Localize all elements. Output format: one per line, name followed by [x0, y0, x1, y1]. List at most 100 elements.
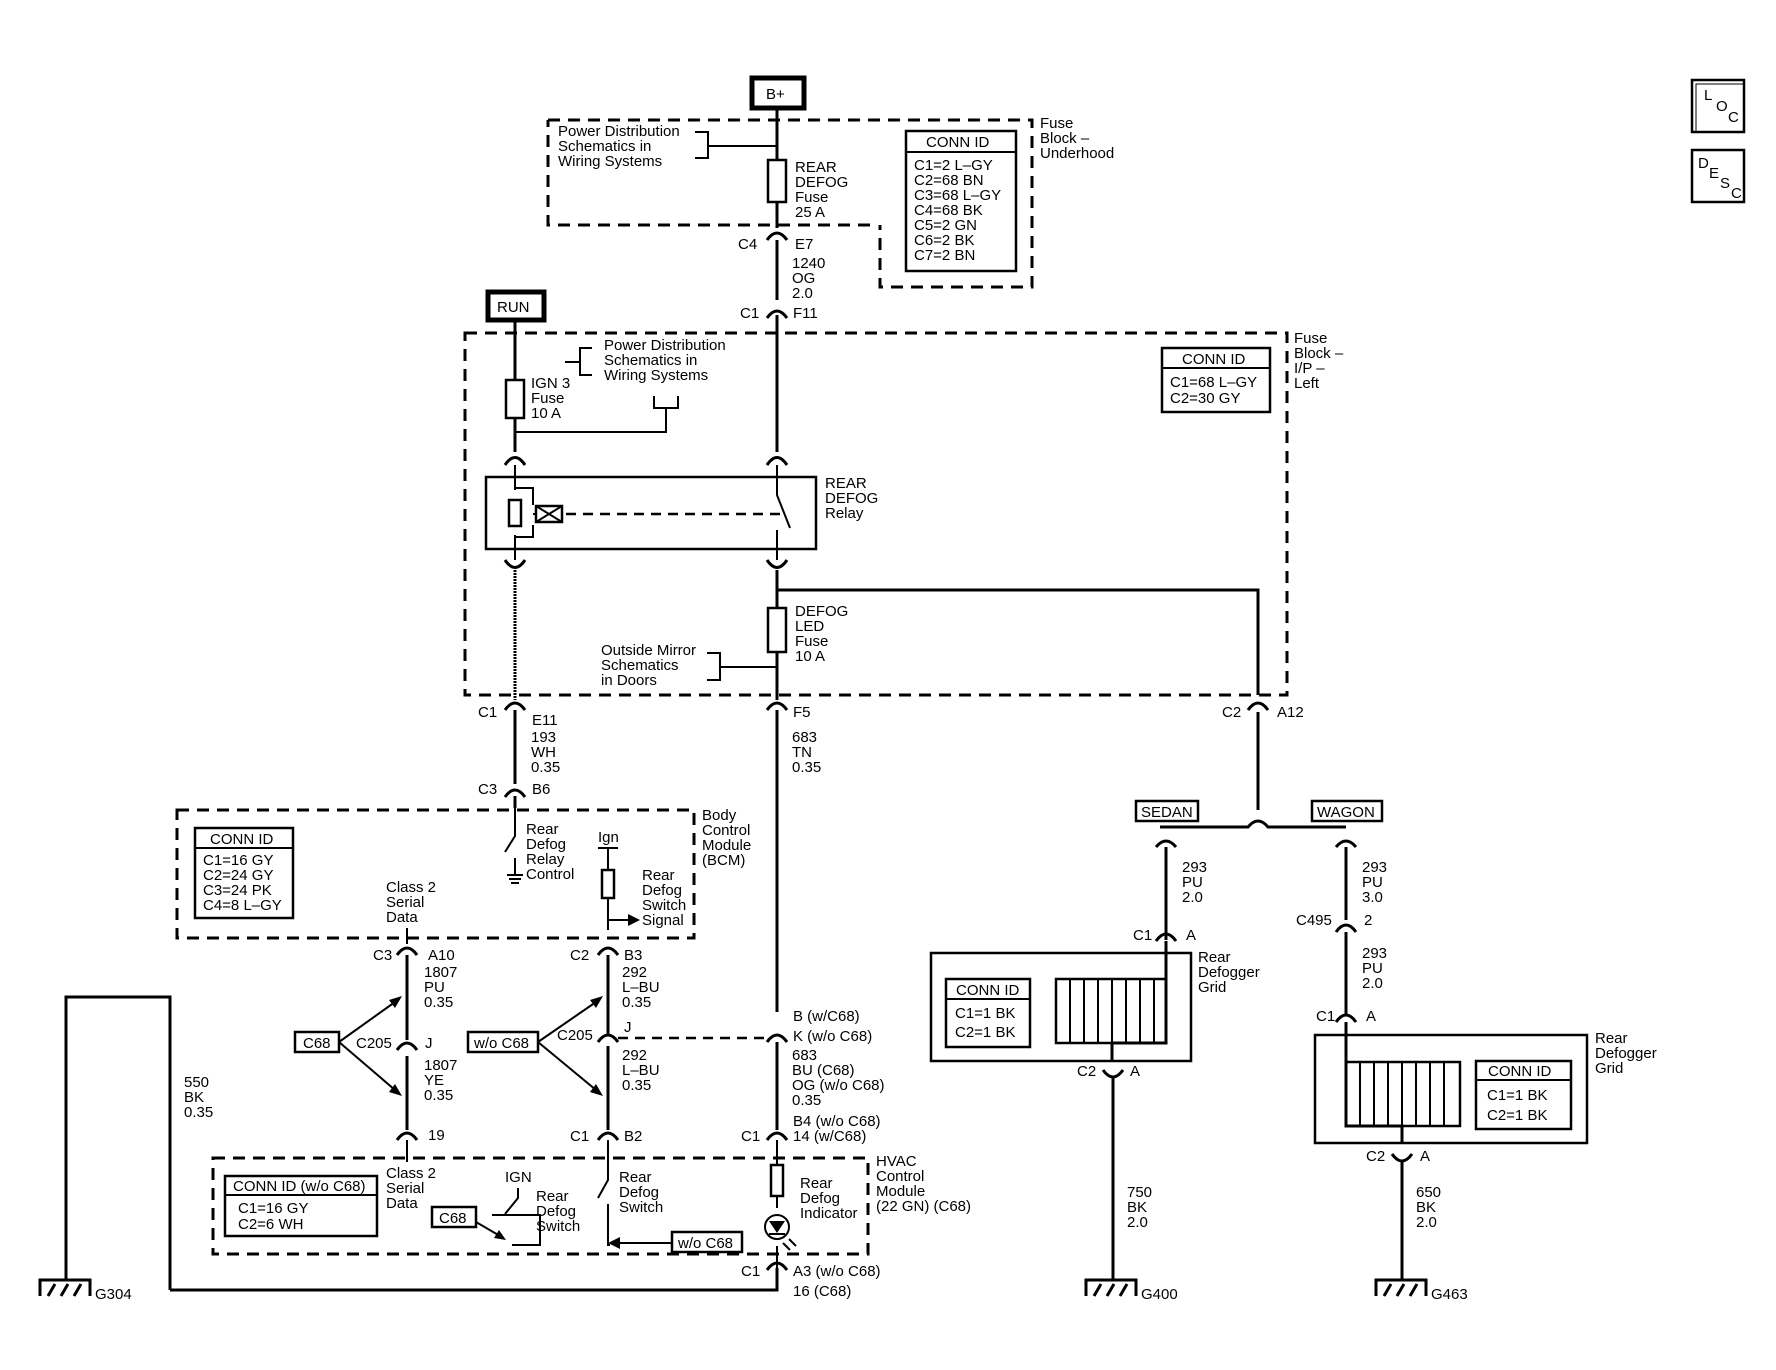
- svg-text:2.0: 2.0: [1362, 975, 1383, 992]
- underhood-fuse-block-outline: [546, 118, 1034, 289]
- connector-19: [395, 1131, 419, 1141]
- label-c1: C1: [740, 305, 759, 322]
- svg-text:1807: 1807: [424, 1057, 457, 1074]
- svg-text:C1=16 GY: C1=16 GY: [203, 852, 273, 869]
- svg-text:0.35: 0.35: [622, 1077, 651, 1094]
- svg-text:Rear: Rear: [526, 821, 559, 838]
- svg-text:BK: BK: [184, 1089, 204, 1106]
- svg-text:Signal: Signal: [642, 912, 684, 929]
- svg-text:Rear: Rear: [800, 1175, 833, 1192]
- rear-defog-indicator-led: Rear Defog Indicator: [764, 1140, 858, 1268]
- svg-text:0.35: 0.35: [792, 759, 821, 776]
- ip-left-conn-id-table: CONN ID C1=68 L–GY C2=30 GY: [1160, 346, 1272, 414]
- svg-text:IGN 3: IGN 3: [531, 375, 570, 392]
- svg-text:A3 (w/o C68): A3 (w/o C68): [793, 1263, 881, 1280]
- wire-550-label: 550 BK 0.35: [184, 1074, 213, 1121]
- svg-text:TN: TN: [792, 744, 812, 761]
- connector-c205-j: [395, 1041, 419, 1051]
- wo-c68-option-tag: w/o C68: [466, 996, 603, 1096]
- svg-text:650: 650: [1416, 1184, 1441, 1201]
- svg-text:0.35: 0.35: [184, 1104, 213, 1121]
- outside-mirror-ref: Outside Mirror Schematics in Doors: [601, 642, 777, 689]
- ip-pds-ref: Power Distribution Schematics in Wiring …: [515, 337, 726, 433]
- label-wagon-c1: C1: [1316, 1008, 1335, 1025]
- svg-text:Rear: Rear: [536, 1188, 569, 1205]
- wagon-tag: WAGON: [1310, 799, 1384, 823]
- svg-text:Fuse: Fuse: [1040, 115, 1073, 132]
- svg-text:1807: 1807: [424, 964, 457, 981]
- run-label: RUN: [497, 299, 530, 316]
- sedan-tag: SEDAN: [1134, 799, 1200, 823]
- svg-text:G304: G304: [95, 1286, 132, 1303]
- label-e11: E11: [532, 712, 558, 729]
- hvac-outline: [211, 1156, 870, 1256]
- relay-terminal-left-bottom: [503, 559, 527, 569]
- svg-text:w/o C68: w/o C68: [473, 1035, 529, 1052]
- connector-c3-a10: [395, 946, 419, 956]
- svg-text:Body: Body: [702, 807, 737, 824]
- loc-letter: C: [1728, 109, 1739, 126]
- svg-text:Serial: Serial: [386, 894, 424, 911]
- svg-text:Switch: Switch: [536, 1218, 580, 1235]
- svg-text:Defogger: Defogger: [1595, 1045, 1657, 1062]
- connector-c1-b2: [596, 1131, 620, 1141]
- svg-text:Control: Control: [526, 866, 574, 883]
- svg-text:750: 750: [1127, 1184, 1152, 1201]
- svg-text:Relay: Relay: [825, 505, 864, 522]
- svg-text:0.35: 0.35: [531, 759, 560, 776]
- svg-text:L–BU: L–BU: [622, 1062, 660, 1079]
- svg-text:2.0: 2.0: [1182, 889, 1203, 906]
- b4-label: B4 (w/o C68) 14 (w/C68): [793, 1113, 881, 1145]
- svg-text:C6=2 BK: C6=2 BK: [914, 232, 974, 249]
- label-c2-a12: C2: [1222, 704, 1241, 721]
- wire-1807-ye-label: 1807 YE 0.35: [424, 1057, 457, 1104]
- svg-text:0.35: 0.35: [424, 1087, 453, 1104]
- svg-text:Defog: Defog: [536, 1203, 576, 1220]
- svg-text:YE: YE: [424, 1072, 444, 1089]
- hvac-conn-id-table: CONN ID (w/o C68) C1=16 GY C2=6 WH: [223, 1174, 379, 1238]
- svg-text:293: 293: [1362, 945, 1387, 962]
- svg-text:Power Distribution: Power Distribution: [604, 337, 726, 354]
- svg-text:0.35: 0.35: [792, 1092, 821, 1109]
- svg-text:Outside Mirror: Outside Mirror: [601, 642, 696, 659]
- svg-text:Fuse: Fuse: [531, 390, 564, 407]
- svg-text:DEFOG: DEFOG: [825, 490, 878, 507]
- svg-text:Switch: Switch: [619, 1199, 663, 1216]
- svg-text:Ign: Ign: [598, 829, 619, 846]
- c68-option-tag: C68: [293, 996, 402, 1096]
- sedan-heater-grid: [1054, 941, 1168, 1060]
- svg-text:293: 293: [1182, 859, 1207, 876]
- svg-text:Fuse: Fuse: [795, 633, 828, 650]
- svg-text:Data: Data: [386, 909, 418, 926]
- label-c3-a10: C3: [373, 947, 392, 964]
- desc-letter: C: [1731, 185, 1742, 202]
- option-split-bus: [1160, 819, 1346, 829]
- svg-text:Module: Module: [702, 837, 751, 854]
- label-f5: F5: [793, 704, 811, 721]
- label-c2-b3: C2: [570, 947, 589, 964]
- underhood-label: Fuse Block – Underhood: [1040, 115, 1114, 162]
- label-sedan-a: A: [1186, 927, 1196, 944]
- svg-text:C7=2 BN: C7=2 BN: [914, 247, 975, 264]
- svg-text:C2=1 BK: C2=1 BK: [955, 1024, 1015, 1041]
- bcm-switch-signal: Ign Rear Defog Switch Signal: [598, 829, 686, 930]
- svg-text:C1=68 L–GY: C1=68 L–GY: [1170, 374, 1257, 391]
- loc-button[interactable]: L O C: [1690, 78, 1746, 134]
- wire-293-wagon-a-label: 293 PU 3.0: [1362, 859, 1387, 906]
- label-b2: B2: [624, 1128, 642, 1145]
- wire-293-wagon-b-label: 293 PU 2.0: [1362, 945, 1387, 992]
- run-source: RUN: [485, 289, 547, 323]
- desc-letter: E: [1709, 165, 1719, 182]
- connector-c1-a3: [765, 1261, 789, 1271]
- svg-text:C4=68 BK: C4=68 BK: [914, 202, 983, 219]
- svg-text:Rear: Rear: [1595, 1030, 1628, 1047]
- svg-text:Wiring Systems: Wiring Systems: [604, 367, 708, 384]
- svg-text:BU (C68): BU (C68): [792, 1062, 855, 1079]
- desc-button[interactable]: D E S C: [1690, 148, 1746, 204]
- svg-text:2.0: 2.0: [1127, 1214, 1148, 1231]
- svg-text:Rear: Rear: [1198, 949, 1231, 966]
- bcm-label: Body Control Module (BCM): [702, 807, 751, 869]
- ip-left-label: Fuse Block – I/P – Left: [1294, 330, 1344, 392]
- svg-text:Schematics: Schematics: [601, 657, 679, 674]
